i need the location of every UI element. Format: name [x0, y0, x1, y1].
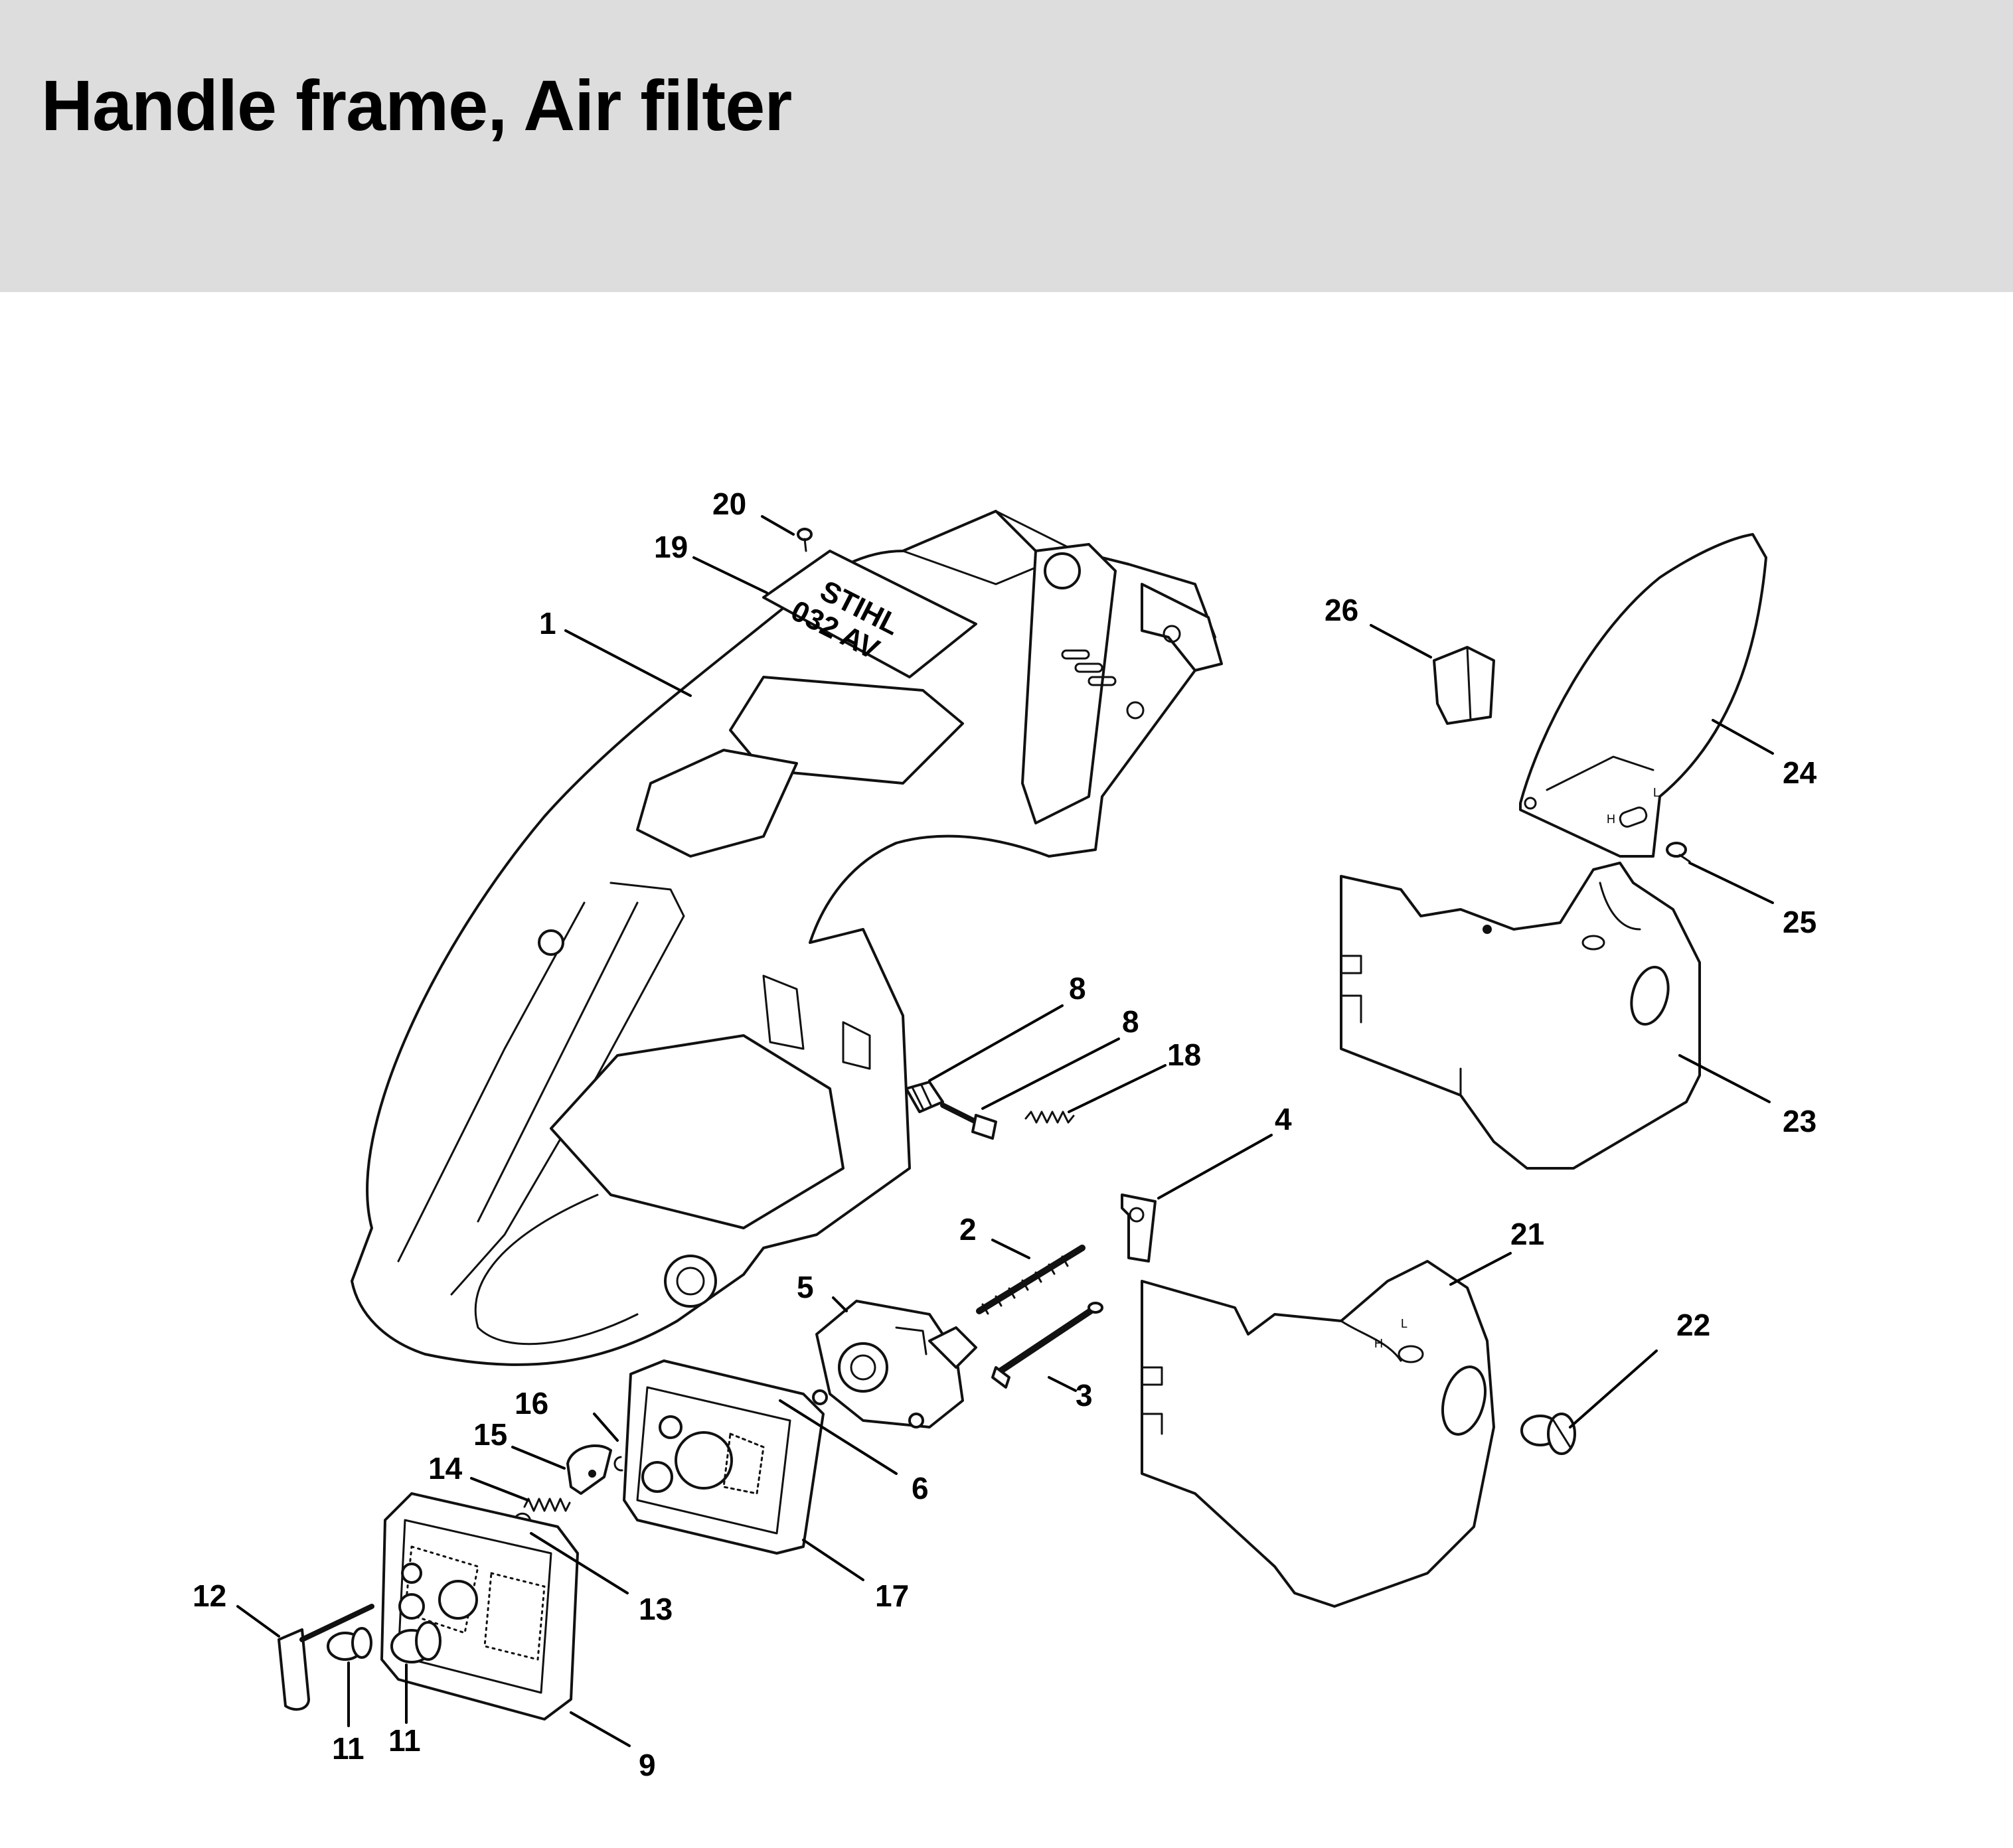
callout-11-right: 11: [388, 1723, 421, 1758]
page-title: Handle frame, Air filter: [41, 65, 792, 145]
header-band: Handle frame, Air filter: [0, 0, 2013, 292]
spring-18-part: [1024, 1111, 1075, 1124]
knob-11-right-part: [390, 1621, 442, 1663]
screw-20-part: [797, 528, 813, 552]
callout-22: 22: [1676, 1308, 1710, 1342]
callout-13: 13: [639, 1592, 673, 1626]
callout-9: 9: [639, 1748, 656, 1782]
cover-mark-l: L: [1401, 1317, 1408, 1330]
model-plate-part: STIHL 032 AV: [762, 550, 977, 678]
screw-25-part: [1666, 842, 1691, 863]
gasket-4-part: [1121, 1194, 1157, 1263]
sleeve-7-part: [905, 1081, 944, 1113]
clip-16-part: [613, 1456, 623, 1472]
baffle-mark-l: L: [1653, 786, 1660, 799]
callout-7: 8: [1069, 971, 1086, 1006]
handle-frame-part: [351, 510, 1223, 1366]
baffle-24-part: H L: [1519, 533, 1767, 858]
knob-11-left-part: [327, 1627, 372, 1661]
cover-23-part: [1340, 862, 1701, 1170]
callout-11-left: 11: [332, 1731, 364, 1766]
callout-19: 19: [654, 530, 688, 564]
callout-2: 2: [959, 1212, 977, 1247]
callout-4: 4: [1275, 1102, 1292, 1136]
knob-22-part: [1520, 1413, 1576, 1455]
callout-6: 6: [912, 1471, 929, 1505]
filter-carrier-17-part: [623, 1359, 825, 1555]
callout-8: 8: [1122, 1004, 1139, 1039]
screw-8-part: [940, 1103, 997, 1140]
leader-lines: [236, 515, 1774, 1747]
stud-2-part: [976, 1245, 1086, 1315]
callout-20: 20: [712, 487, 746, 521]
callout-15: 15: [473, 1417, 507, 1452]
spring-14-part: [523, 1498, 571, 1512]
clip-26-part: [1433, 646, 1495, 725]
callout-12: 12: [193, 1579, 226, 1613]
callout-24: 24: [1783, 755, 1817, 790]
callout-labels: 20 19 1 26 24 25 23 8 8 18 4 21 22 2 5 3…: [193, 487, 1817, 1782]
cover-mark-h: H: [1374, 1337, 1383, 1350]
callout-21: 21: [1510, 1217, 1544, 1251]
callout-25: 25: [1783, 905, 1816, 939]
callout-5: 5: [797, 1270, 814, 1304]
carburetor-5-part: [815, 1300, 977, 1428]
cover-21-part: H L: [1141, 1260, 1495, 1608]
stud-3-part: [991, 1302, 1103, 1389]
callout-23: 23: [1783, 1104, 1816, 1138]
callout-14: 14: [428, 1451, 463, 1486]
pin-12-part: [278, 1604, 374, 1711]
callout-1: 1: [539, 606, 556, 641]
callout-18: 18: [1167, 1038, 1201, 1072]
air-filter-9-part: [380, 1492, 579, 1721]
callout-3: 3: [1076, 1378, 1093, 1413]
callout-17: 17: [875, 1579, 909, 1613]
callout-16: 16: [515, 1386, 548, 1421]
lever-15-part: [566, 1444, 612, 1495]
callout-26: 26: [1325, 593, 1358, 627]
baffle-mark-h: H: [1607, 812, 1615, 826]
